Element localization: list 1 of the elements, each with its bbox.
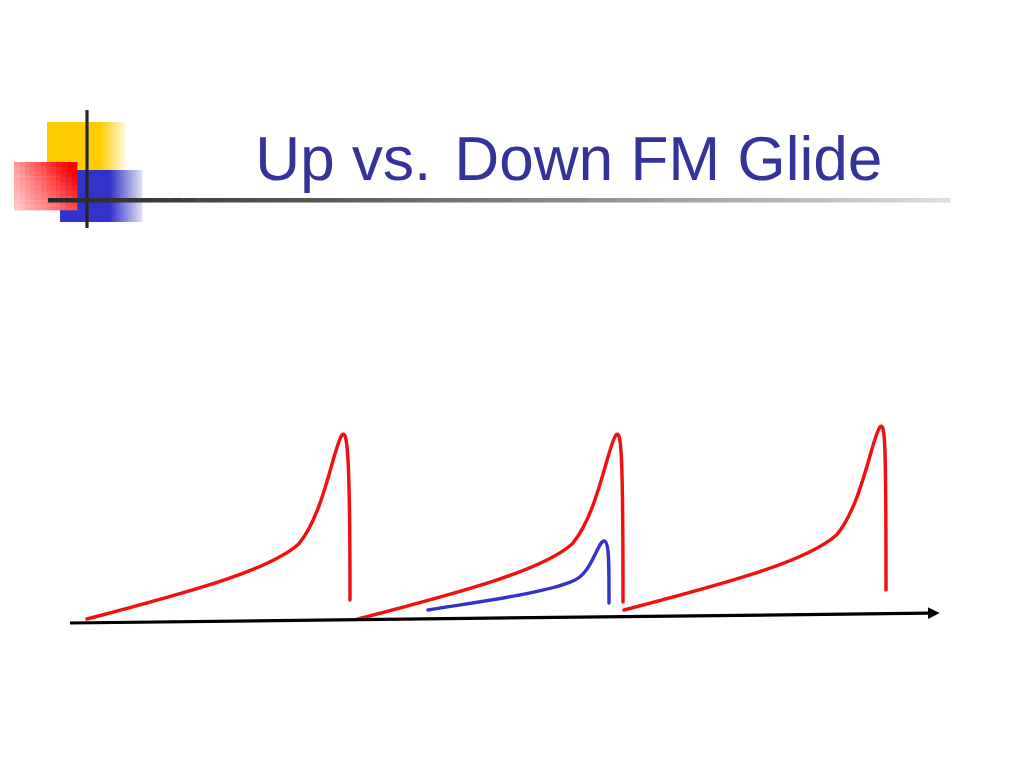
slide-title: Up vs. Down FM Glide xyxy=(260,135,880,193)
